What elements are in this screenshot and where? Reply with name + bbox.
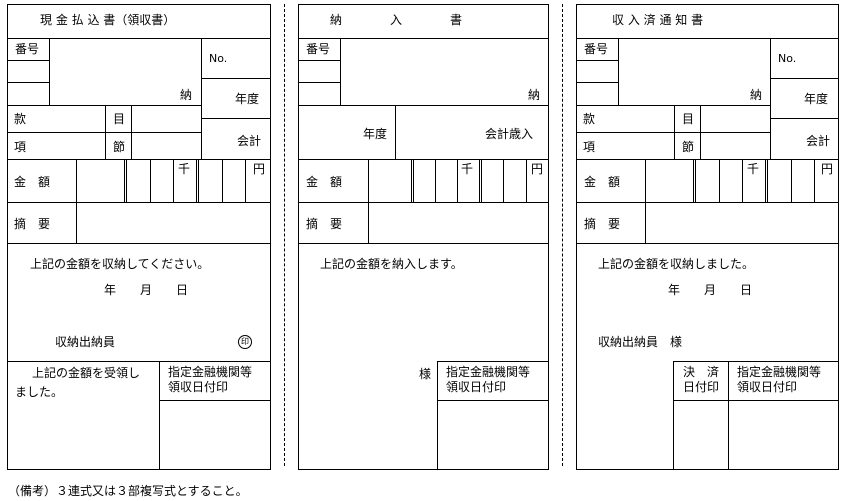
form3-label-kan: 款 [583,112,596,126]
form2-body-text: 上記の金額を納入します。 [320,257,463,271]
separator-left [284,4,285,466]
form1-label-kan: 款 [14,112,27,126]
form3-body-text: 上記の金額を収納しました。 [598,257,755,271]
form1-label-kingaku: 金 額 [14,175,51,189]
form3-bank-line1: 指定金融機関等 [737,365,822,379]
form2-label-en: 円 [531,162,544,176]
footnote: （備考）３連式又は３部複写式とすること。 [8,484,248,498]
form1-body-text: 上記の金額を収納してください。 [30,257,210,271]
form1-bank-line2: 領収日付印 [168,380,229,394]
form3-label-kingaku: 金 額 [584,175,621,189]
form1-date: 年 月 日 [104,283,189,297]
form1-label-tekiyo: 摘 要 [14,217,51,231]
form2-bank-line2: 領収日付印 [446,380,507,394]
form3-label-kaikei: 会計 [806,134,831,148]
form2-title: 納 入 書 [330,13,463,27]
form1-label-kou: 項 [14,140,27,154]
form3-label-en: 円 [821,162,834,176]
form2-label-bango: 番号 [306,42,331,56]
form1-label-nou: 納 [180,88,193,102]
form1-bank-line1: 指定金融機関等 [168,365,253,379]
form2-label-tekiyo: 摘 要 [306,217,343,231]
form3-label-kou: 項 [583,140,596,154]
form2-label-saiin: 会計歳入 [485,127,534,141]
form1-receipt-line2: ました。 [15,385,64,399]
form3-label-moku: 目 [682,112,695,126]
form1-label-setsu: 節 [113,140,126,154]
form1-seal-mark: 印 [238,335,252,349]
form3-date: 年 月 日 [668,283,753,297]
form2-label-sama: 様 [419,367,432,381]
form3-kessai-line1: 決 済 [683,365,720,379]
form1-label-moku: 目 [113,112,126,126]
form3-label-tekiyo: 摘 要 [584,217,621,231]
form1-label-sen: 千 [178,162,191,176]
form1-label-en: 円 [253,162,266,176]
form1-label-kaikei: 会計 [237,134,262,148]
form3-label-setsu: 節 [682,140,695,154]
form3-label-nou: 納 [750,88,763,102]
form3-label-no: No. [778,52,797,65]
form3-clerk: 収納出納員 様 [598,335,683,349]
form2-bank-line1: 指定金融機関等 [446,365,531,379]
form3-kessai-line2: 日付印 [683,380,720,394]
form2-label-kingaku: 金 額 [306,175,343,189]
form1-label-no: No. [209,52,228,65]
form3-label-sen: 千 [747,162,760,176]
form3-label-nendo: 年度 [804,92,829,106]
form1-label-bango: 番号 [15,42,40,56]
form2-label-nendo: 年度 [363,127,388,141]
separator-right [562,4,563,466]
form3-title: 収 入 済 通 知 書 [612,13,704,27]
form1-title: 現 金 払 込 書（領収書） [40,13,176,27]
form3-bank-line2: 領収日付印 [737,380,798,394]
form1-receipt-line1: 上記の金額を受領し [32,366,141,380]
form1-clerk: 収納出納員 [55,335,116,349]
form3-label-bango: 番号 [584,42,609,56]
form2-label-sen: 千 [461,162,474,176]
form2-label-nou: 納 [528,88,541,102]
form1-label-nendo: 年度 [235,92,260,106]
